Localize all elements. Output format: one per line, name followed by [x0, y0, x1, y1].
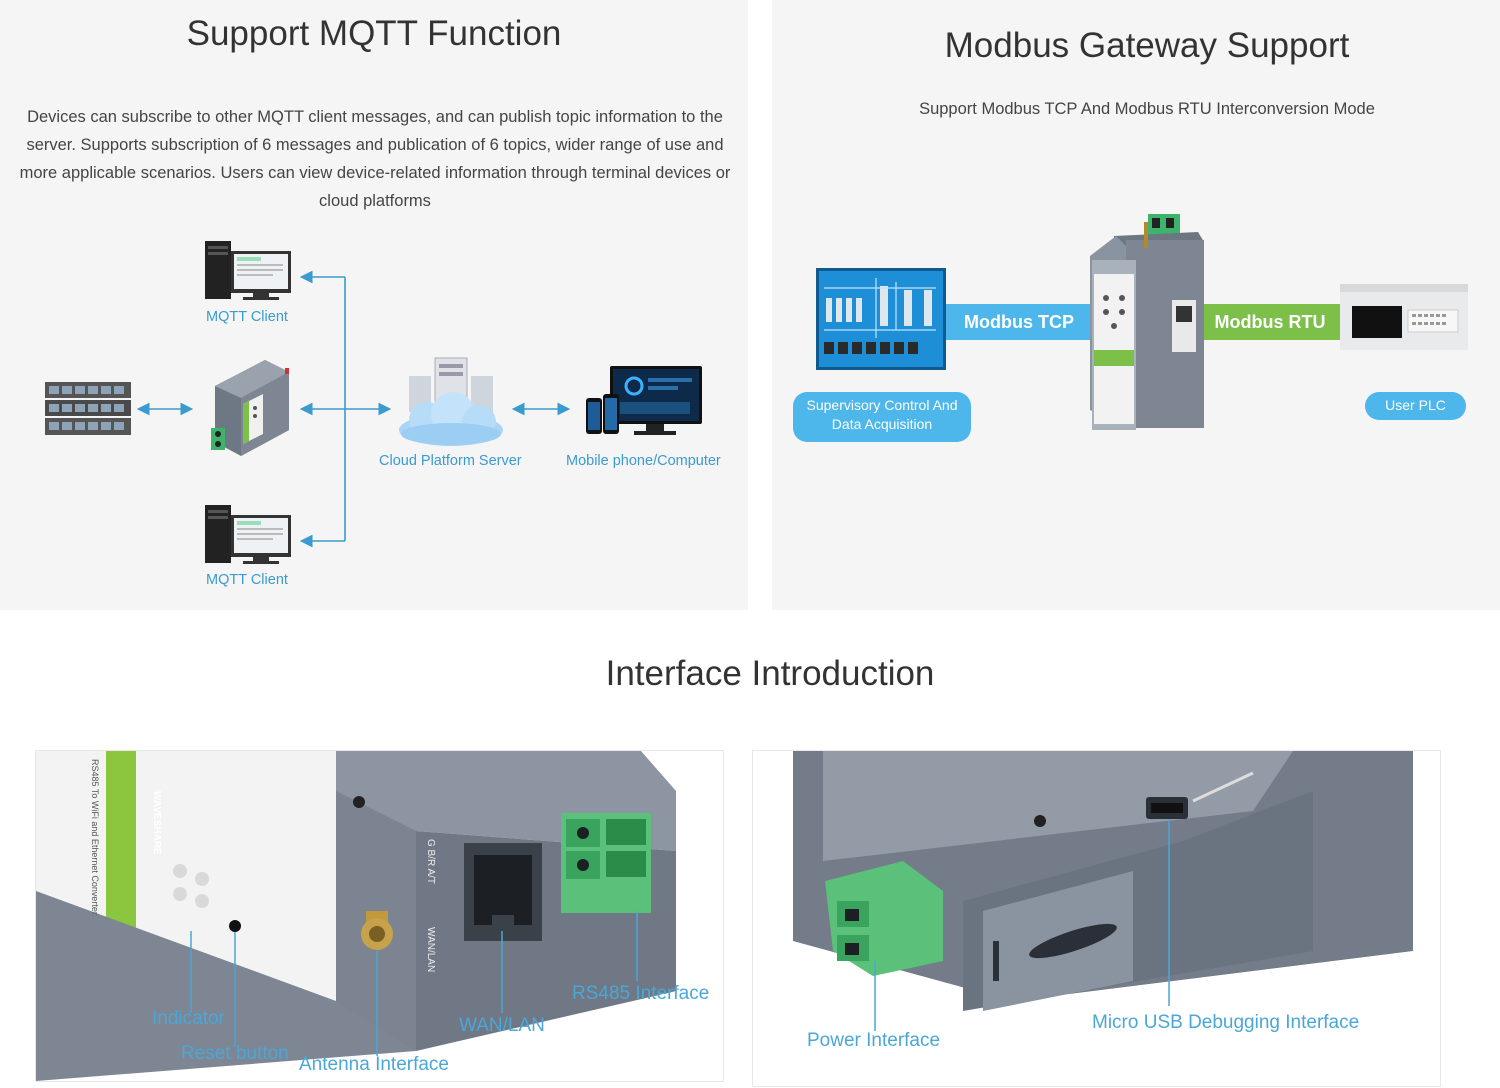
mqtt-client-top-label: MQTT Client	[206, 309, 288, 325]
modbus-subtitle: Support Modbus TCP And Modbus RTU Interc…	[919, 100, 1375, 118]
wan-lan-callout: WAN/LAN	[459, 1015, 545, 1036]
mqtt-client-bottom-label: MQTT Client	[206, 572, 288, 588]
device-printed-terminals: G B/R A/T	[425, 839, 436, 885]
device-printed-wanlan: WAN/LAN	[425, 927, 436, 973]
interface-left-frame: WAVESHARE RS485 To WiFi and Ethernet Con…	[35, 750, 724, 1082]
mobile-computer-icon	[586, 366, 702, 435]
mqtt-client-top-icon	[205, 241, 291, 300]
modbus-rtu-band: Modbus RTU	[1200, 304, 1340, 340]
modbus-title: Modbus Gateway Support	[944, 26, 1350, 65]
micro-usb-callout: Micro USB Debugging Interface	[1092, 1012, 1360, 1033]
server-rack-icon	[45, 382, 131, 435]
interface-right-frame: Power Interface Micro USB Debugging Inte…	[752, 750, 1441, 1087]
mqtt-panel: Support MQTT Function Devices can subscr…	[0, 0, 748, 610]
mqtt-connector-lines	[136, 270, 571, 548]
device-side-illustration	[793, 751, 1413, 1031]
scada-label: Supervisory Control And Data Acquisition	[793, 392, 971, 442]
mqtt-description: Devices can subscribe to other MQTT clie…	[19, 108, 731, 210]
rs485-callout: RS485 Interface	[572, 983, 710, 1004]
cloud-server-icon	[399, 357, 503, 446]
plc-icon	[1340, 284, 1468, 350]
mqtt-client-bottom-icon	[205, 505, 291, 564]
scada-screen-icon	[816, 268, 946, 370]
reset-button-callout: Reset button	[181, 1043, 289, 1064]
modbus-tcp-band: Modbus TCP	[946, 304, 1092, 340]
power-interface-callout: Power Interface	[807, 1030, 941, 1051]
device-front-illustration	[36, 751, 676, 1081]
indicator-callout: Indicator	[152, 1008, 225, 1029]
gateway-device-icon	[211, 360, 289, 456]
interface-title: Interface Introduction	[605, 654, 935, 693]
device-printed-brand: WAVESHARE	[151, 791, 162, 855]
plc-label: User PLC	[1365, 392, 1466, 420]
modbus-gateway-device	[1090, 214, 1204, 430]
modbus-panel: Modbus Gateway Support Support Modbus TC…	[772, 0, 1500, 610]
mobile-computer-label: Mobile phone/Computer	[566, 453, 721, 469]
device-printed-desc: RS485 To WiFi and Ethernet Converter	[90, 759, 100, 915]
mqtt-title: Support MQTT Function	[186, 14, 562, 53]
cloud-server-label: Cloud Platform Server	[379, 453, 522, 469]
antenna-callout: Antenna Interface	[299, 1054, 449, 1075]
